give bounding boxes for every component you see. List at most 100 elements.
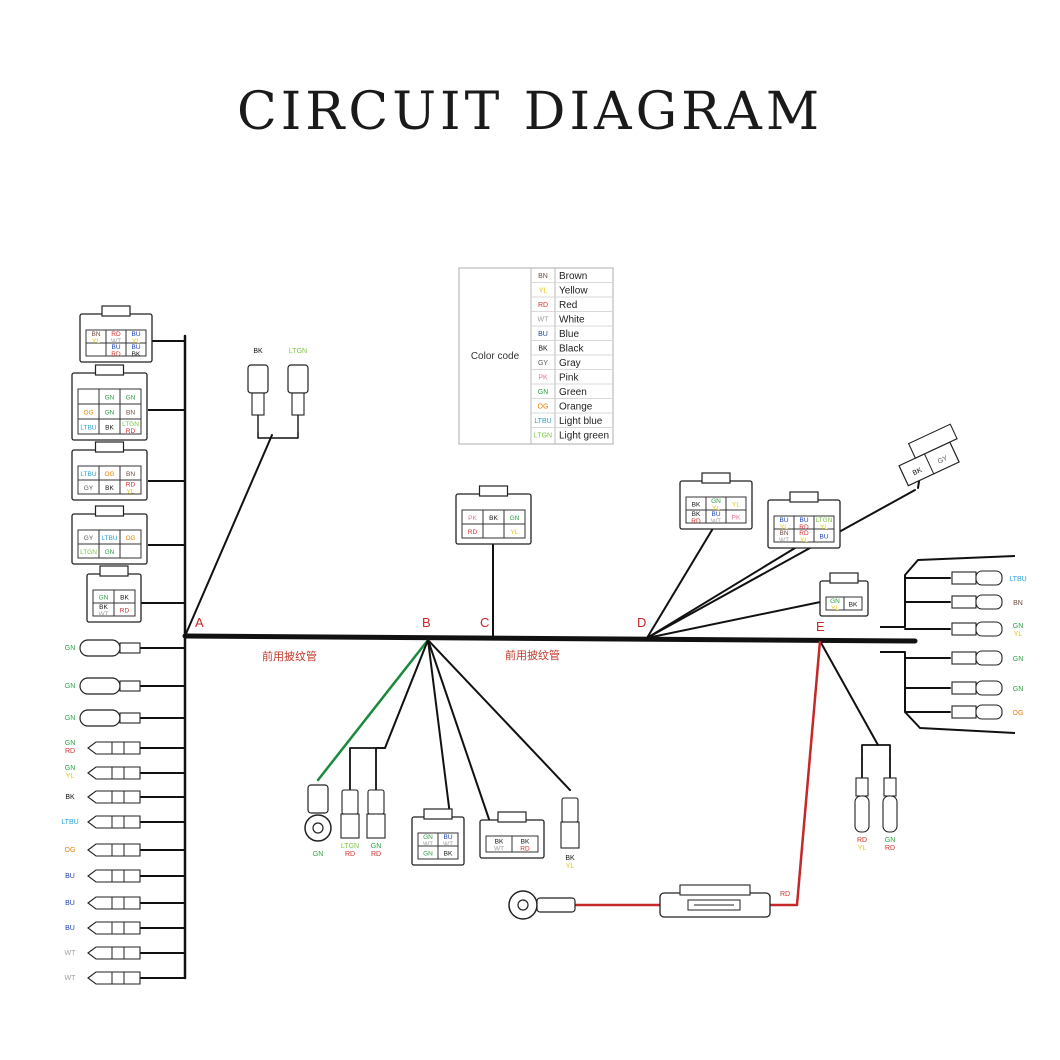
terminal-crimp bbox=[855, 777, 869, 797]
left-connector-1-latch bbox=[101, 305, 131, 317]
pin-code-wt: WT bbox=[423, 841, 433, 848]
fused-wire-code: RD bbox=[780, 891, 790, 898]
legend-name-ltgn: Light green bbox=[559, 431, 609, 442]
legend-code-og: OG bbox=[538, 404, 549, 411]
terminal-code: GN bbox=[65, 740, 76, 747]
e-terminal-code: GN bbox=[885, 837, 896, 844]
legend-name-og: Orange bbox=[559, 402, 593, 413]
b-spade-3 bbox=[560, 797, 580, 849]
pin-code-ltbu: LTBU bbox=[80, 425, 96, 432]
e-terminal-code: RD bbox=[857, 837, 867, 844]
b-spade-2 bbox=[366, 789, 386, 839]
terminal-bullet bbox=[87, 790, 141, 804]
left-terminal-1 bbox=[79, 639, 141, 657]
legend-name-wt: White bbox=[559, 315, 585, 326]
right-terminal-3 bbox=[951, 621, 1003, 637]
d-connector-1 bbox=[679, 472, 753, 530]
right-terminal-4 bbox=[951, 650, 1003, 666]
pin-code-bk: BK bbox=[444, 851, 453, 858]
junction-point-b: B bbox=[422, 615, 431, 630]
top-spade-1 bbox=[247, 364, 269, 432]
b-spade-1 bbox=[340, 789, 360, 839]
branch-b-green bbox=[316, 638, 430, 782]
d-connector-3 bbox=[819, 572, 869, 617]
spade-body bbox=[287, 364, 309, 394]
pin-code-yl: YL bbox=[132, 338, 140, 345]
legend-name-yl: Yellow bbox=[559, 286, 588, 297]
pin-code-rd: RD bbox=[799, 524, 809, 531]
terminal-sleeve bbox=[882, 795, 898, 833]
right-terminal-6 bbox=[951, 704, 1003, 720]
branch-e-split bbox=[861, 744, 891, 760]
junction-point-a: A bbox=[195, 615, 204, 630]
junction-point-e: E bbox=[816, 619, 825, 634]
pin-code-pk: PK bbox=[468, 515, 477, 522]
branch-d bbox=[646, 544, 801, 639]
terminal-sleeve bbox=[975, 680, 1003, 696]
terminal-code: GN bbox=[65, 715, 76, 722]
spade-code: LTGN bbox=[341, 843, 359, 850]
pin-code-wt: WT bbox=[98, 611, 108, 618]
ring-barrel bbox=[536, 897, 576, 913]
spade-code: RD bbox=[371, 851, 381, 858]
spade-barrel bbox=[251, 392, 265, 416]
pin-code-og: OG bbox=[125, 535, 135, 542]
terminal-crimp bbox=[951, 681, 977, 695]
right-terminal-code: YL bbox=[1014, 631, 1023, 638]
branch-b bbox=[427, 639, 451, 816]
d-connector-2 bbox=[767, 491, 841, 549]
branch-b bbox=[384, 639, 429, 749]
branch-b bbox=[427, 639, 571, 791]
legend-code-rd: RD bbox=[538, 302, 548, 309]
terminal-bullet bbox=[87, 946, 141, 960]
pin-code-yl: YL bbox=[831, 605, 839, 612]
pin-code-yl: YL bbox=[511, 529, 519, 536]
wires bbox=[139, 334, 1016, 980]
left-connector-3 bbox=[71, 441, 148, 501]
left-terminal-5 bbox=[87, 766, 141, 780]
legend-code-bk: BK bbox=[538, 346, 548, 353]
legend-code-gn: GN bbox=[538, 389, 549, 396]
ring-code: GN bbox=[313, 851, 324, 858]
connector-c-cavity bbox=[482, 523, 505, 539]
connector-c-cavity bbox=[503, 523, 526, 539]
branch-b bbox=[375, 747, 385, 790]
pin-code-bk: BK bbox=[99, 604, 108, 611]
spade-code: BK bbox=[565, 855, 575, 862]
terminal-bullet bbox=[87, 815, 141, 829]
fuse-cap bbox=[679, 884, 751, 896]
spade-code: LTGN bbox=[289, 348, 307, 355]
branch-e bbox=[819, 640, 879, 746]
inline-fuse-holder bbox=[659, 884, 771, 918]
terminal-code: WT bbox=[65, 950, 77, 957]
terminal-crimp bbox=[951, 571, 977, 585]
pin-code-gn: GN bbox=[105, 395, 115, 402]
branch-d bbox=[646, 599, 831, 639]
right-terminal-2 bbox=[951, 594, 1003, 610]
d-connector-2-latch bbox=[789, 491, 819, 503]
terminal-sleeve bbox=[975, 594, 1003, 610]
battery-ring-terminal bbox=[508, 890, 576, 920]
fused-wire-red bbox=[770, 640, 822, 907]
terminal-sleeve bbox=[79, 677, 121, 695]
branch-d bbox=[646, 519, 719, 639]
branch-b bbox=[427, 639, 493, 829]
left-connector-1 bbox=[79, 305, 153, 363]
pin-code-pk: PK bbox=[732, 515, 741, 522]
terminal-sleeve bbox=[975, 570, 1003, 586]
left-connector-5 bbox=[86, 565, 142, 623]
spade-code: RD bbox=[345, 851, 355, 858]
terminal-code: GN bbox=[65, 645, 76, 652]
top-spade-2 bbox=[287, 364, 309, 432]
d-connector-1-cavity bbox=[725, 509, 747, 524]
legend-name-ltbu: Light blue bbox=[559, 416, 603, 427]
pin-code-gn: GN bbox=[105, 410, 115, 417]
ring-hole bbox=[517, 899, 529, 911]
pin-code-bu: BU bbox=[711, 511, 720, 518]
spade-code: BK bbox=[253, 348, 263, 355]
pin-code-gn: GN bbox=[830, 598, 840, 605]
terminal-code: BK bbox=[65, 794, 75, 801]
pin-code-rd: RD bbox=[126, 428, 136, 435]
terminal-bullet bbox=[87, 971, 141, 985]
